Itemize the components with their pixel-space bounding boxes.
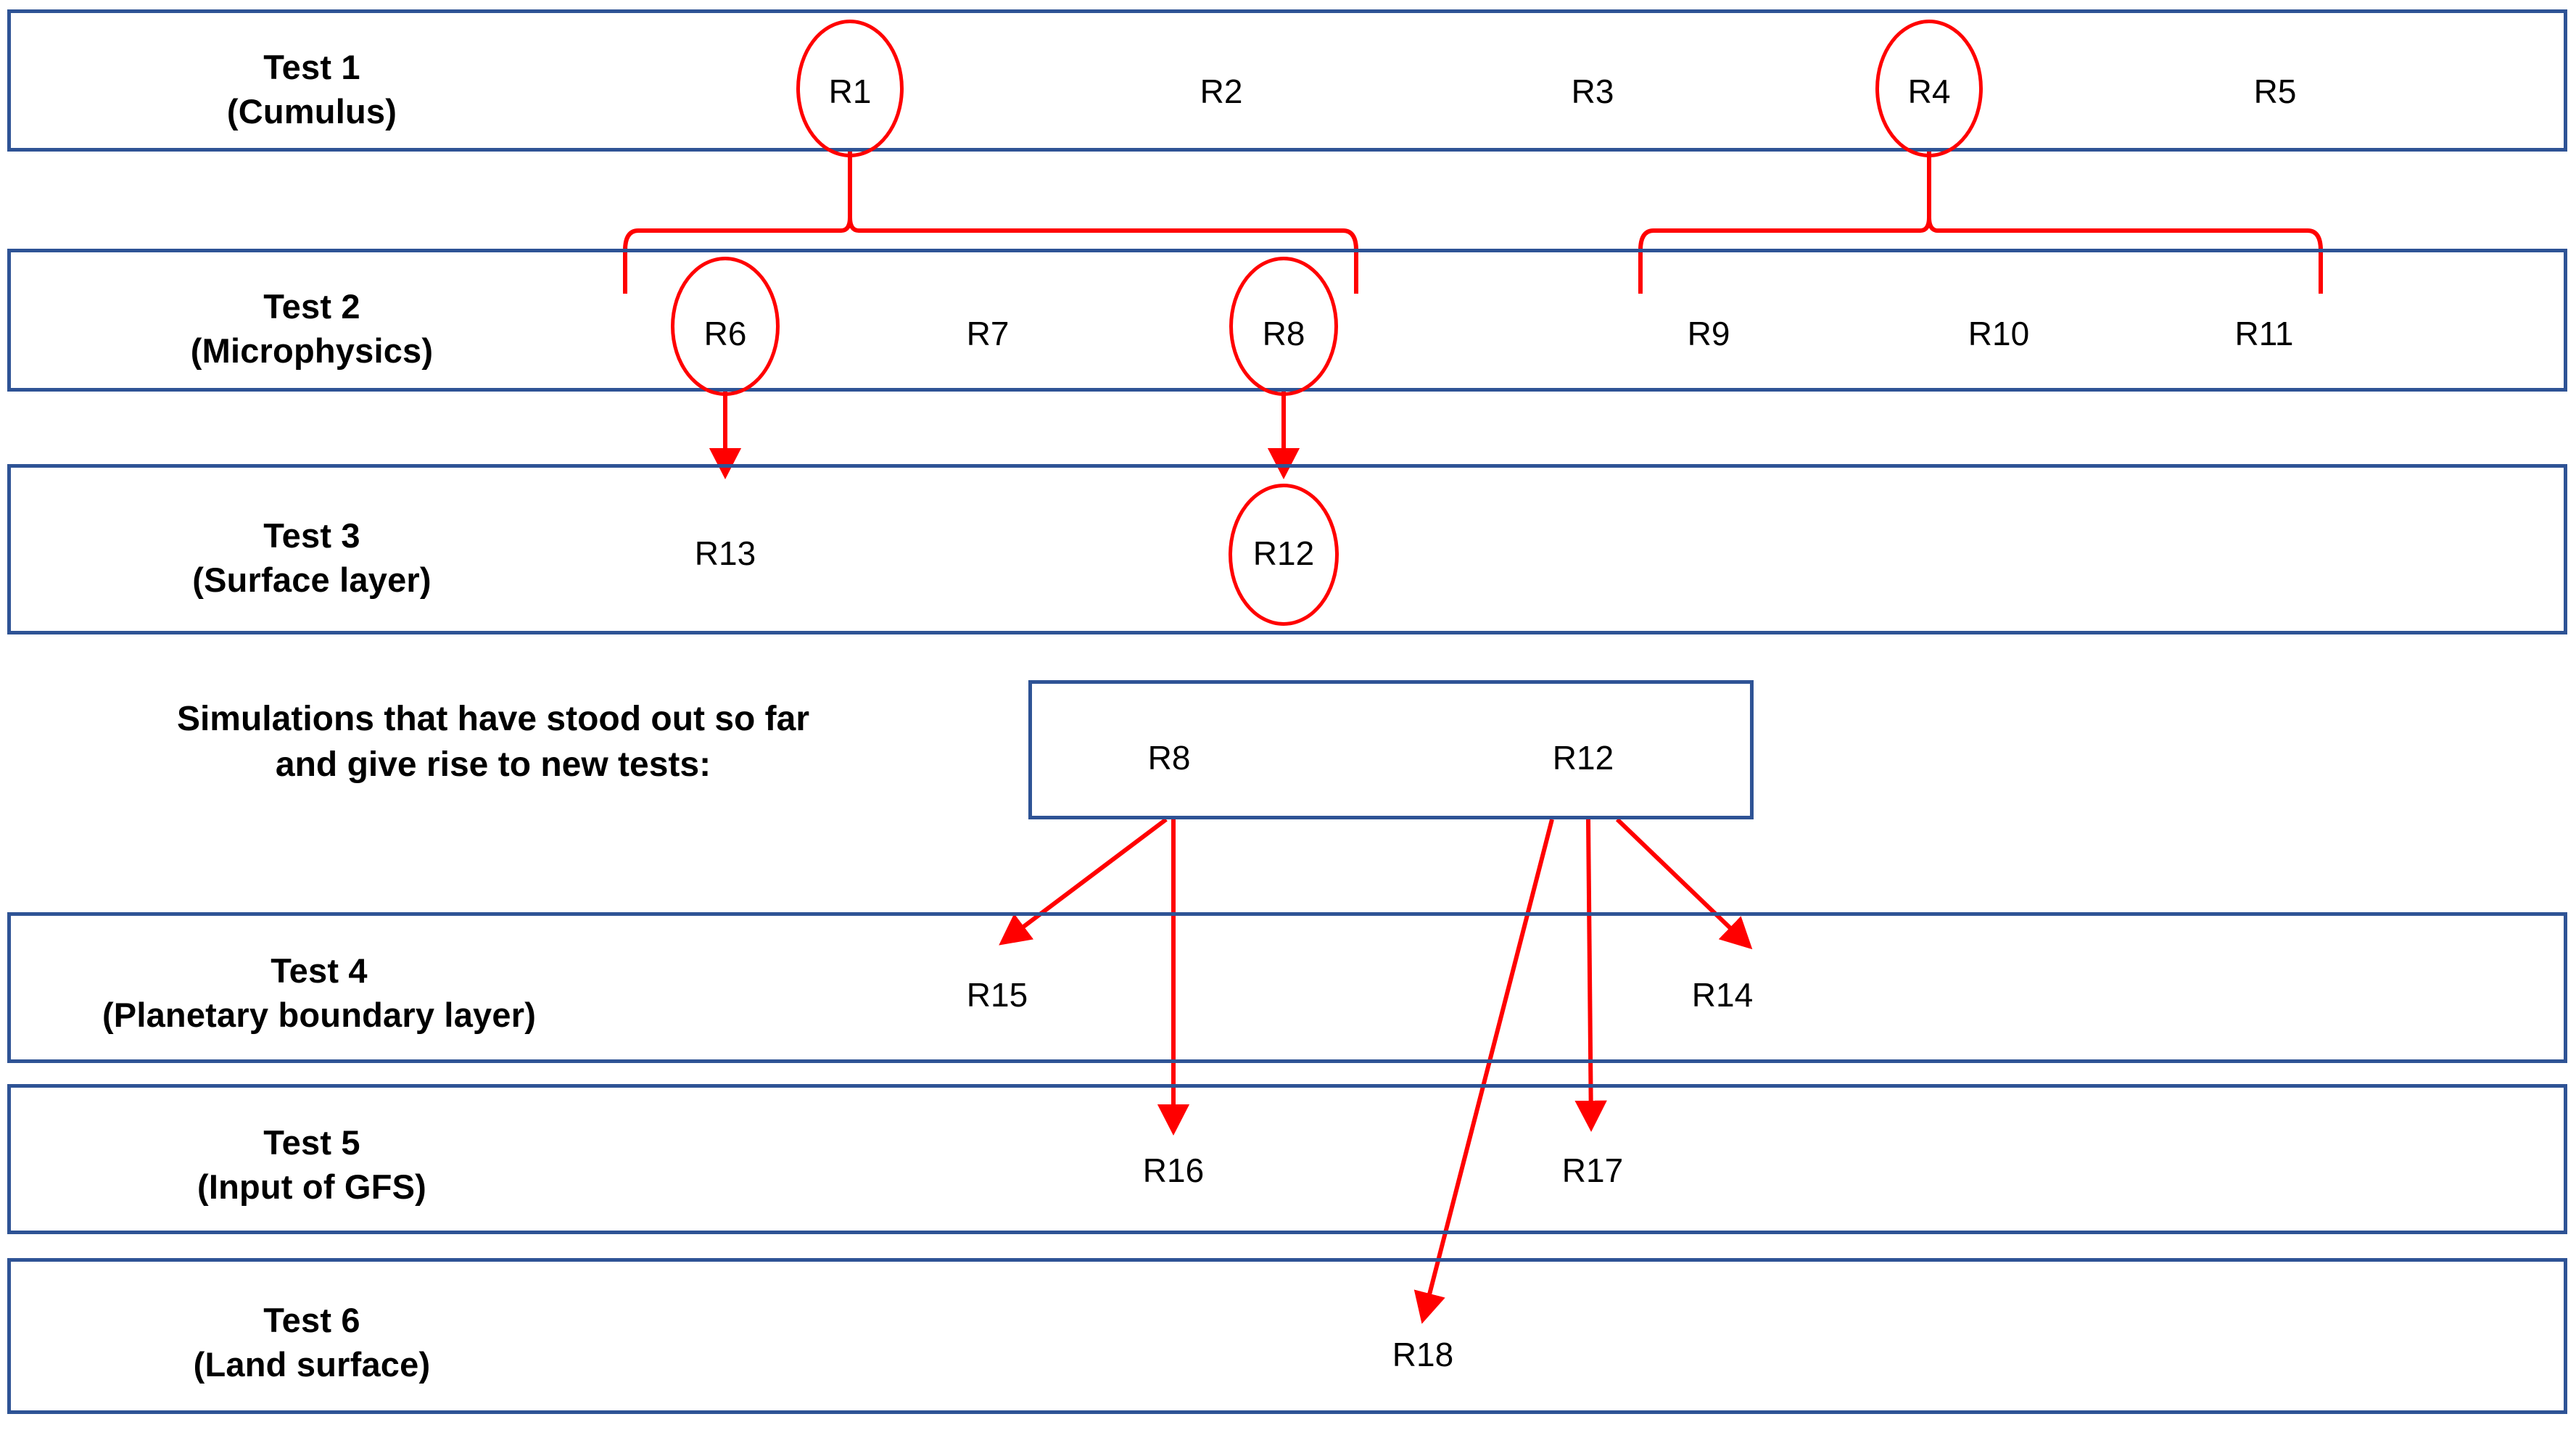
test-row-4 <box>7 912 2567 1063</box>
run-label-r18: R18 <box>1392 1336 1454 1373</box>
run-label-r14: R14 <box>1691 976 1754 1014</box>
simulations-note: Simulations that have stood out so far a… <box>176 700 810 785</box>
test-1-label: Test 1 (Cumulus) <box>226 48 397 131</box>
run-label-r6: R6 <box>703 315 747 352</box>
test-row-1 <box>7 9 2567 152</box>
run-label-r9: R9 <box>1687 315 1730 352</box>
run-label-r3: R3 <box>1571 73 1614 110</box>
test-row-2 <box>7 249 2567 392</box>
test-4-label: Test 4 (Planetary boundary layer) <box>102 951 537 1035</box>
run-label-r4: R4 <box>1907 73 1951 110</box>
run-label-r11: R11 <box>2234 315 2294 352</box>
run-label-r8: R8 <box>1262 315 1305 352</box>
test-3-label: Test 3 (Surface layer) <box>192 516 432 600</box>
run-label-r13: R13 <box>694 534 756 572</box>
run-label-r10: R10 <box>1968 315 2030 352</box>
test-row-6 <box>7 1258 2567 1414</box>
run-label-r15: R15 <box>966 976 1028 1014</box>
run-label-r2: R2 <box>1200 73 1243 110</box>
connector-r12-to-r18 <box>1413 819 1554 1324</box>
run-label-r1: R1 <box>828 73 872 110</box>
run-label-r16: R16 <box>1142 1151 1205 1189</box>
run-label-r12: R12 <box>1252 534 1315 572</box>
run-label-r7: R7 <box>966 315 1010 352</box>
test-row-3 <box>7 464 2567 634</box>
standout-runs-box <box>1028 680 1754 819</box>
test-row-5 <box>7 1084 2567 1234</box>
run-label-r12-highlight: R12 <box>1552 739 1614 777</box>
test-6-label: Test 6 (Land surface) <box>193 1301 431 1384</box>
run-label-r5: R5 <box>2253 73 2297 110</box>
run-label-r17: R17 <box>1561 1151 1624 1189</box>
run-label-r8-highlight: R8 <box>1147 739 1191 777</box>
test-5-label: Test 5 (Input of GFS) <box>197 1123 427 1207</box>
test-2-label: Test 2 (Microphysics) <box>190 287 434 371</box>
